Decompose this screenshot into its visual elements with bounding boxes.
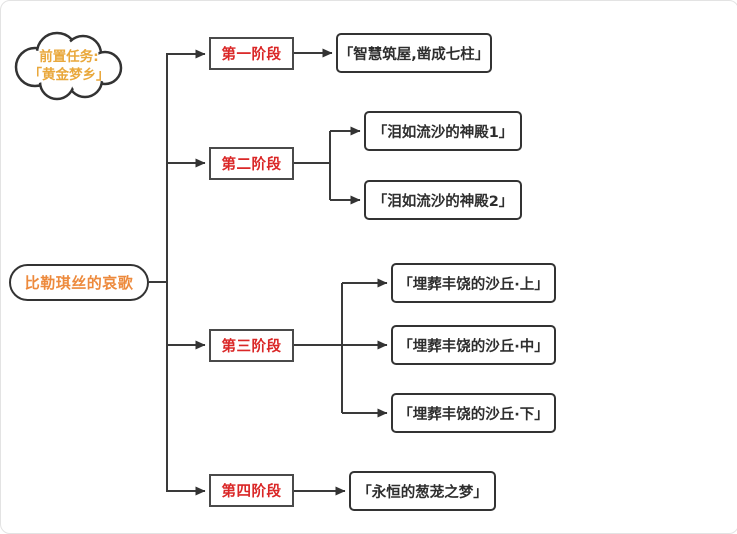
quest-node-stage2-2: 「泪如流沙的神殿2」: [364, 180, 522, 220]
cloud-icon: [14, 31, 123, 101]
root-node-quest-chain: 比勒琪丝的哀歌: [9, 264, 149, 301]
stage-node-3: 第三阶段: [209, 329, 294, 362]
prerequisite-label: 前置任务: 「黄金梦乡」: [7, 25, 131, 107]
stage-node-1: 第一阶段: [209, 37, 294, 70]
quest-node-stage3-3: 「埋葬丰饶的沙丘·下」: [391, 393, 556, 433]
quest-node-stage3-2: 「埋葬丰饶的沙丘·中」: [391, 325, 556, 365]
quest-node-stage3-1: 「埋葬丰饶的沙丘·上」: [391, 263, 556, 303]
prerequisite-line2: 「黄金梦乡」: [28, 67, 110, 83]
quest-node-stage4-1: 「永恒的葱茏之梦」: [349, 471, 496, 511]
stage-node-4: 第四阶段: [209, 474, 294, 507]
prerequisite-line1: 前置任务:: [39, 48, 99, 65]
quest-node-stage2-1: 「泪如流沙的神殿1」: [364, 111, 522, 151]
prerequisite-cloud: 前置任务: 「黄金梦乡」: [7, 25, 131, 107]
stage-node-2: 第二阶段: [209, 147, 294, 180]
quest-node-stage1-1: 「智慧筑屋,凿成七柱」: [336, 33, 492, 73]
